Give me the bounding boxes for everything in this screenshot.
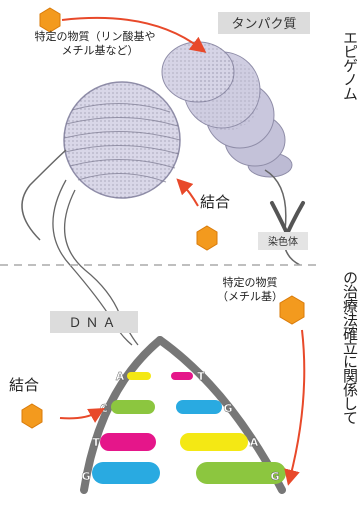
protein-coil (21, 41, 301, 266)
bond-bottom-label: 結合 (9, 376, 39, 394)
base-pair-blue-left (92, 462, 160, 484)
substance-bottom-label-line2: （メチル基） (217, 290, 283, 303)
hexagon-bond-top-icon (196, 225, 218, 251)
base-pair-green-left (111, 400, 155, 414)
base-label: T (92, 436, 100, 449)
protein-label-box (218, 12, 310, 34)
base-label: A (250, 436, 259, 449)
base-label: G (81, 470, 90, 483)
arrow-bond-top (176, 178, 199, 207)
substance-top-label-line1: 特定の物質（リン酸基や (35, 29, 156, 43)
side-text-column: エピゲノム (341, 30, 359, 100)
chromosome-label-box (258, 232, 308, 250)
base-label: G (270, 470, 279, 483)
base-pair-yellow-left (127, 372, 151, 380)
side-text-column-bottom: の治療法確立に関係して (341, 270, 359, 424)
protein-label: タンパク質 (231, 17, 296, 32)
hexagon-methyl-icon (279, 295, 305, 325)
substance-top-label-line2: メチル基など） (62, 44, 139, 57)
base-pair-pink-right (171, 372, 193, 380)
base-pair-pink-left (100, 433, 156, 451)
base-label: T (197, 370, 205, 383)
base-label: C (100, 402, 108, 415)
arrow-substance-top (61, 16, 207, 53)
hexagon-bond-bottom-icon (21, 403, 43, 429)
chromosome-label: 染色体 (268, 235, 298, 248)
bond-top-label: 結合 (200, 193, 230, 211)
base-label: G (223, 402, 232, 415)
base-label: A (116, 370, 125, 383)
base-pair-yellow-right (180, 433, 248, 451)
dna-label-box (50, 311, 138, 333)
base-pair-green-right (196, 462, 286, 484)
dna-ladder: A C T G T G A G (80, 336, 286, 494)
dna-label: ＤＮＡ (68, 316, 119, 331)
arrow-methyl (284, 329, 306, 486)
hexagon-substance-top-icon (39, 7, 61, 33)
arrow-bond-bottom (59, 408, 105, 423)
base-pair-blue-right (176, 400, 222, 414)
substance-bottom-label-line1: 特定の物質 (223, 275, 278, 289)
